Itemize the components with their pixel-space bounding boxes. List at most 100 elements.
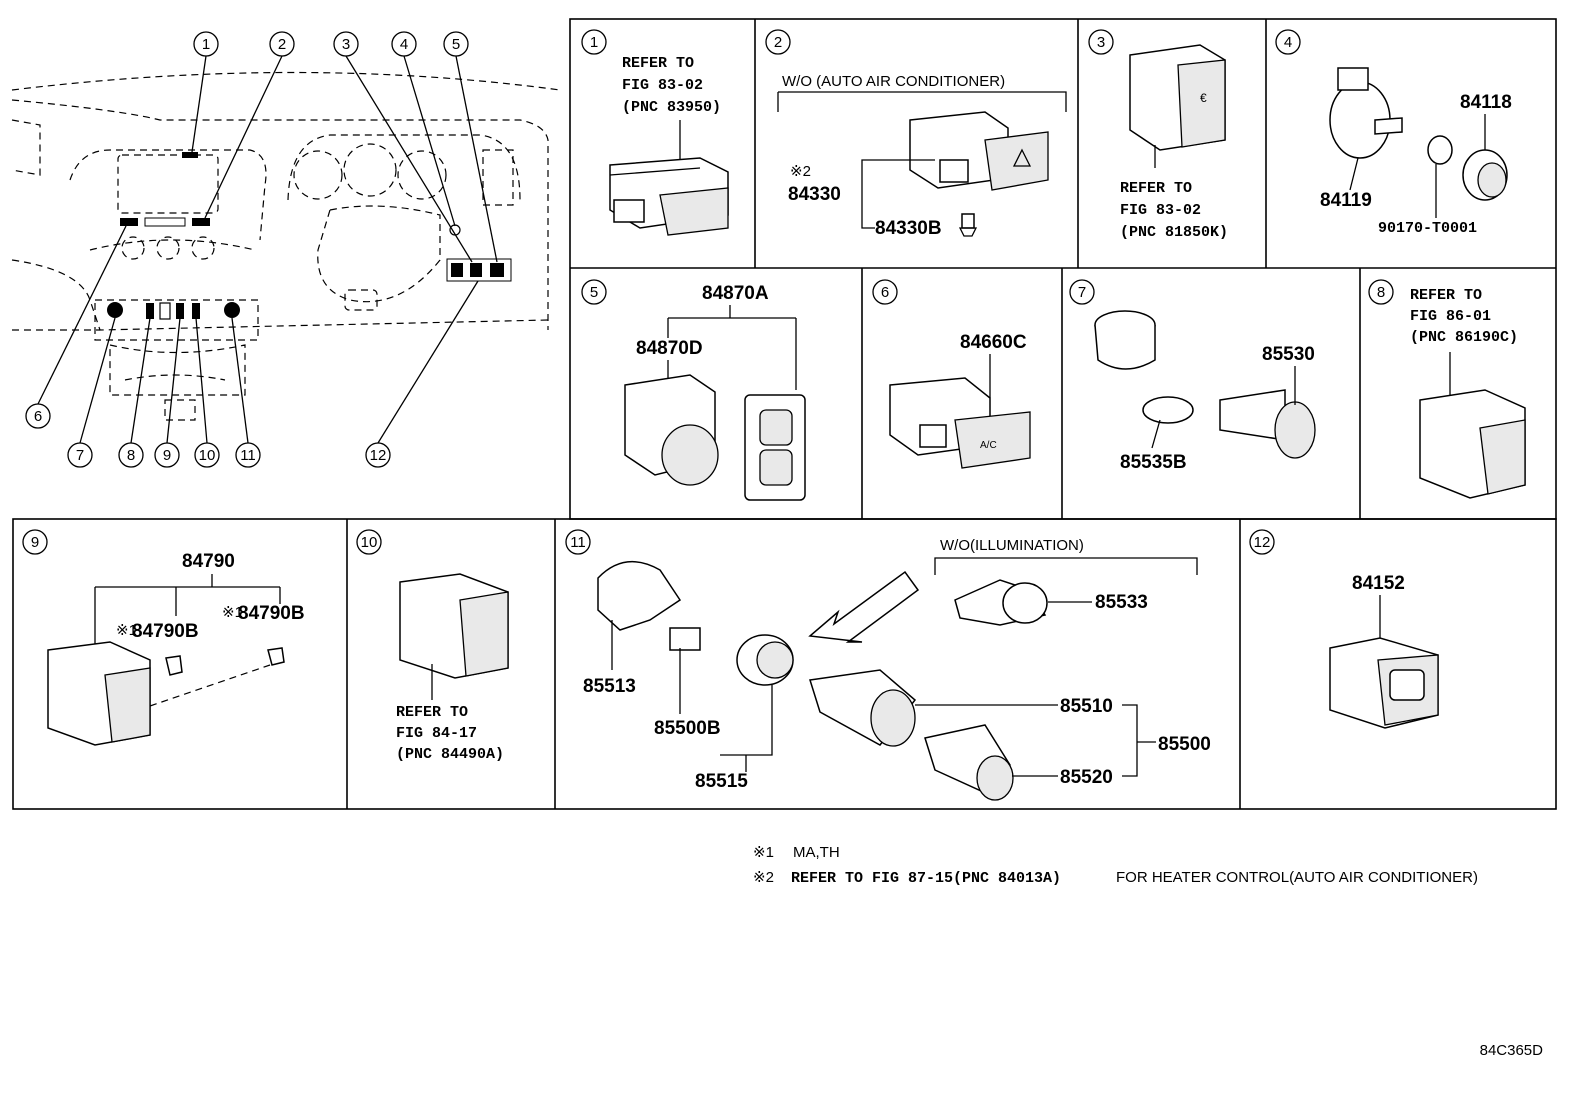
svg-text:6: 6 bbox=[881, 284, 889, 301]
svg-text:85513: 85513 bbox=[583, 676, 636, 697]
svg-text:3: 3 bbox=[1097, 34, 1105, 51]
svg-text:84330: 84330 bbox=[788, 184, 841, 205]
direction-arrow bbox=[808, 570, 920, 643]
svg-text:84118: 84118 bbox=[1460, 92, 1512, 113]
callout-1: 1 bbox=[193, 31, 219, 57]
rheostat-illustration bbox=[1329, 67, 1508, 201]
callout-11: 11 bbox=[235, 442, 261, 468]
svg-text:84870D: 84870D bbox=[636, 338, 703, 359]
svg-text:85535B: 85535B bbox=[1120, 452, 1187, 473]
svg-text:※2: ※2 bbox=[753, 869, 774, 886]
svg-text:85500B: 85500B bbox=[654, 718, 721, 739]
svg-text:85500: 85500 bbox=[1158, 734, 1211, 755]
svg-text:7: 7 bbox=[1078, 284, 1086, 301]
switch-part-illustration bbox=[609, 157, 729, 236]
svg-text:2: 2 bbox=[774, 34, 782, 51]
callout-3: 3 bbox=[333, 31, 359, 57]
svg-text:MA,TH: MA,TH bbox=[793, 844, 840, 861]
svg-text:(PNC 81850K): (PNC 81850K) bbox=[1120, 224, 1228, 241]
switch-illustration: € bbox=[1129, 44, 1226, 151]
hazard-switch-illustration bbox=[909, 111, 1049, 191]
panel-4: 4 84118 84119 90170-T0001 bbox=[1275, 29, 1512, 237]
switch-illustration bbox=[1419, 389, 1526, 499]
svg-text:85533: 85533 bbox=[1095, 592, 1148, 613]
panel-5: 5 84870A 84870D bbox=[581, 279, 806, 501]
panel-9: 9 84790 ※1 84790B ※1 84790B bbox=[22, 529, 305, 746]
mirror-switch-illustration bbox=[624, 374, 806, 501]
svg-text:84870A: 84870A bbox=[702, 283, 769, 304]
svg-text:84152: 84152 bbox=[1352, 573, 1405, 594]
svg-text:85520: 85520 bbox=[1060, 767, 1113, 788]
svg-text:1: 1 bbox=[202, 36, 210, 53]
svg-text:4: 4 bbox=[400, 36, 408, 53]
svg-text:10: 10 bbox=[199, 447, 216, 464]
svg-text:FIG 83-02: FIG 83-02 bbox=[1120, 202, 1201, 219]
panel-2: 2 W/O (AUTO AIR CONDITIONER) ※2 84330 84… bbox=[765, 29, 1067, 239]
svg-text:REFER TO: REFER TO bbox=[622, 55, 694, 72]
svg-text:2: 2 bbox=[278, 36, 286, 53]
svg-text:84790B: 84790B bbox=[238, 603, 305, 624]
svg-text:W/O(ILLUMINATION): W/O(ILLUMINATION) bbox=[940, 537, 1084, 554]
svg-text:(PNC 86190C): (PNC 86190C) bbox=[1410, 329, 1518, 346]
svg-text:※2: ※2 bbox=[790, 163, 811, 180]
svg-text:8: 8 bbox=[127, 447, 135, 464]
diagram-code: 84C365D bbox=[1480, 1042, 1544, 1059]
svg-text:12: 12 bbox=[370, 447, 387, 464]
callout-6: 6 bbox=[25, 403, 51, 429]
panel-grid bbox=[12, 18, 1557, 810]
svg-text:84330B: 84330B bbox=[875, 218, 942, 239]
svg-text:W/O (AUTO AIR CONDITIONER): W/O (AUTO AIR CONDITIONER) bbox=[782, 73, 1005, 90]
svg-text:11: 11 bbox=[570, 534, 586, 551]
svg-text:12: 12 bbox=[1254, 534, 1271, 551]
svg-text:REFER TO: REFER TO bbox=[1120, 180, 1192, 197]
svg-text:A/C: A/C bbox=[980, 440, 997, 451]
panel-3: 3 € REFER TO FIG 83-02 (PNC 81850K) bbox=[1088, 29, 1228, 241]
svg-text:90170-T0001: 90170-T0001 bbox=[1378, 220, 1477, 237]
lighter-parts-illustration bbox=[597, 560, 1048, 801]
callout-8: 8 bbox=[118, 442, 144, 468]
overview-callouts: 1 2 3 4 5 6 7 8 9 10 11 12 bbox=[25, 31, 469, 468]
svg-text:9: 9 bbox=[31, 534, 39, 551]
callout-4: 4 bbox=[391, 31, 417, 57]
svg-text:※1: ※1 bbox=[753, 844, 774, 861]
panel-10: 10 REFER TO FIG 84-17 (PNC 84490A) bbox=[356, 529, 509, 763]
svg-text:※1: ※1 bbox=[116, 622, 137, 639]
svg-text:(PNC 84490A): (PNC 84490A) bbox=[396, 746, 504, 763]
dashboard-overview bbox=[11, 55, 561, 444]
svg-text:FIG 86-01: FIG 86-01 bbox=[1410, 308, 1491, 325]
callout-5: 5 bbox=[443, 31, 469, 57]
svg-text:85510: 85510 bbox=[1060, 696, 1113, 717]
switch-illustration bbox=[47, 641, 285, 746]
callout-10: 10 bbox=[194, 442, 220, 468]
svg-text:84790B: 84790B bbox=[132, 621, 199, 642]
svg-text:REFER TO: REFER TO bbox=[396, 704, 468, 721]
svg-text:10: 10 bbox=[361, 534, 378, 551]
svg-text:84660C: 84660C bbox=[960, 332, 1027, 353]
svg-text:9: 9 bbox=[163, 447, 171, 464]
ac-switch-illustration: A/C bbox=[889, 377, 1031, 469]
clip-illustration bbox=[958, 213, 978, 237]
svg-text:1: 1 bbox=[590, 34, 598, 51]
svg-text:8: 8 bbox=[1377, 284, 1385, 301]
callout-2: 2 bbox=[269, 31, 295, 57]
svg-text:84119: 84119 bbox=[1320, 190, 1372, 211]
svg-text:5: 5 bbox=[590, 284, 598, 301]
panel-7: 7 85530 85535B bbox=[1069, 279, 1316, 473]
svg-text:85515: 85515 bbox=[695, 771, 748, 792]
svg-text:REFER TO: REFER TO bbox=[1410, 287, 1482, 304]
footnotes: ※1 MA,TH ※2 REFER TO FIG 87-15(PNC 84013… bbox=[753, 844, 1478, 887]
svg-text:84790: 84790 bbox=[182, 551, 235, 572]
svg-text:7: 7 bbox=[76, 447, 84, 464]
panel-6: 6 84660C A/C bbox=[872, 279, 1031, 469]
svg-text:3: 3 bbox=[342, 36, 350, 53]
callout-9: 9 bbox=[154, 442, 180, 468]
svg-text:REFER TO FIG 87-15(PNC 84013A): REFER TO FIG 87-15(PNC 84013A) bbox=[791, 870, 1061, 887]
svg-text:FOR HEATER CONTROL(AUTO AIR CO: FOR HEATER CONTROL(AUTO AIR CONDITIONER) bbox=[1116, 869, 1478, 886]
svg-text:FIG 84-17: FIG 84-17 bbox=[396, 725, 477, 742]
switch-illustration bbox=[1329, 637, 1439, 729]
switch-illustration bbox=[399, 573, 509, 679]
panel-11: 11 W/O(ILLUMINATION) 85513 85500B 85515 … bbox=[565, 529, 1211, 801]
panel-1: 1 REFER TO FIG 83-02 (PNC 83950) bbox=[581, 29, 729, 236]
svg-text:(PNC 83950): (PNC 83950) bbox=[622, 99, 721, 116]
